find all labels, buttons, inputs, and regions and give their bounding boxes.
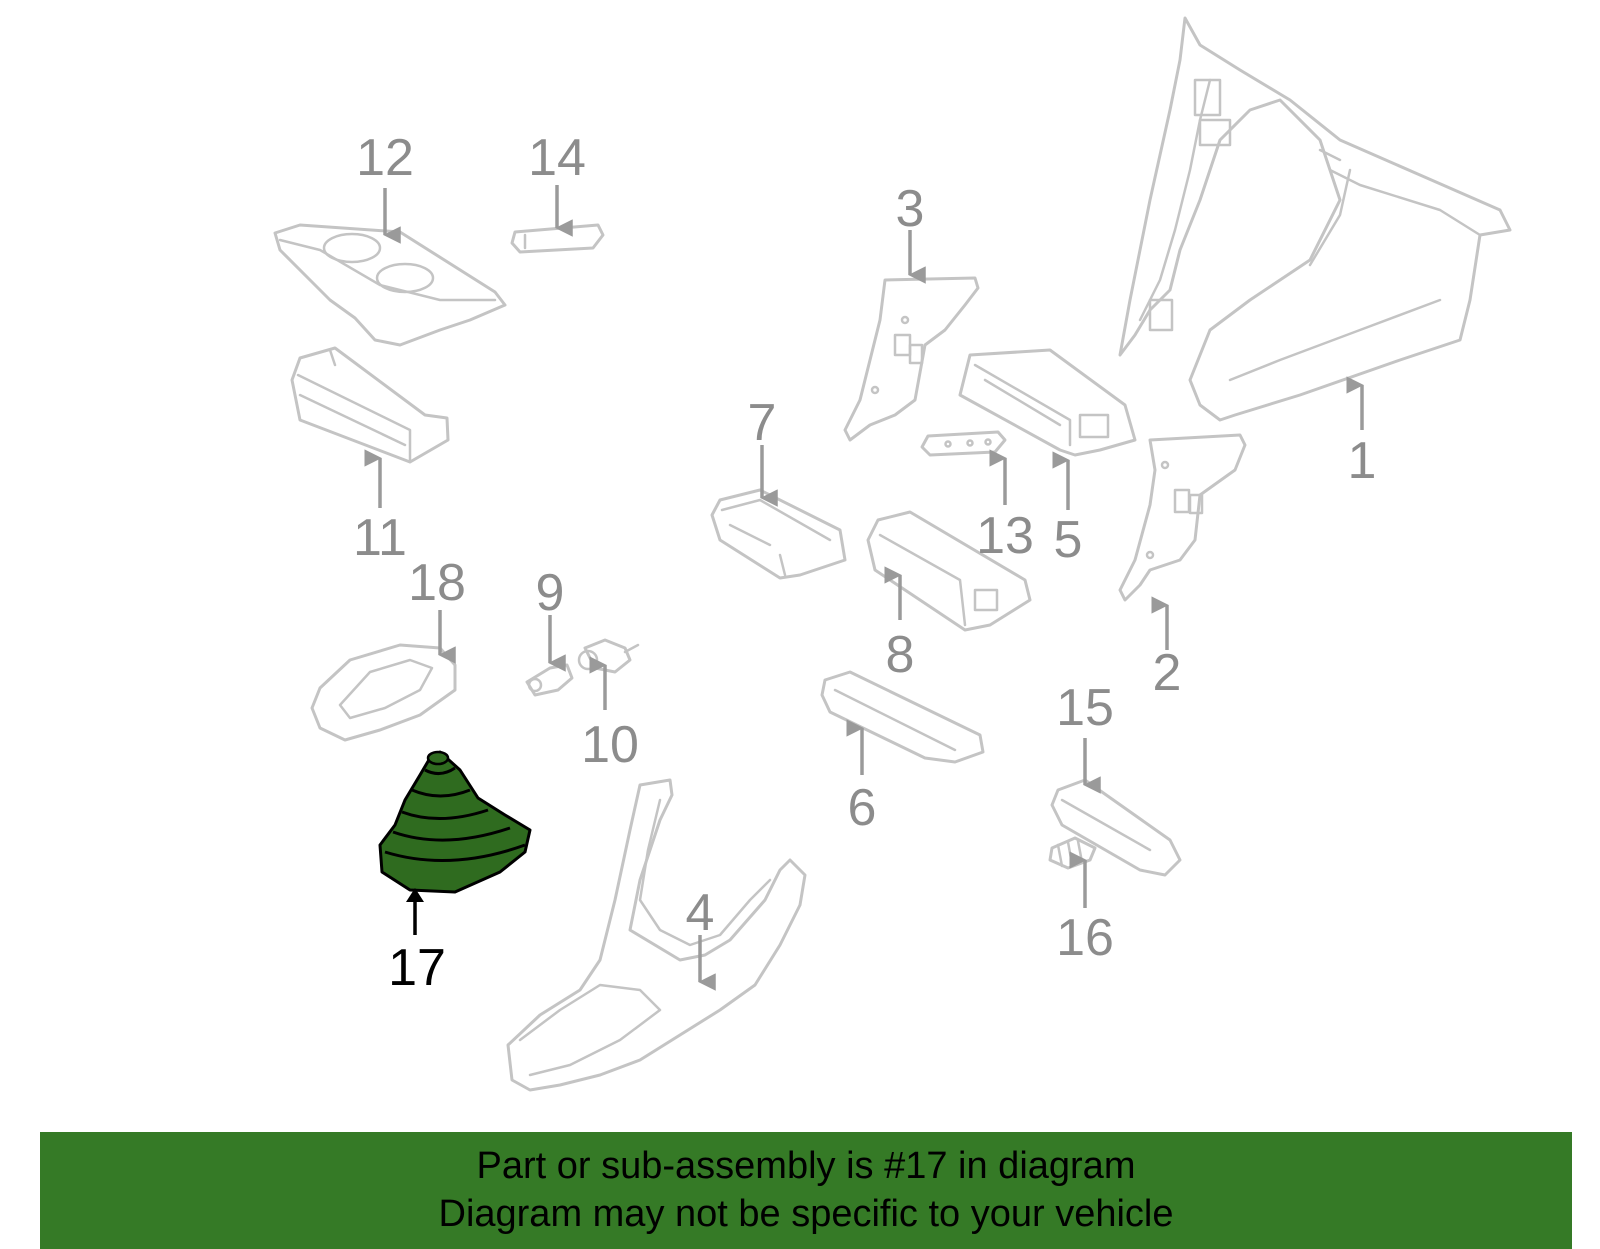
part-1-dashboard-frame[interactable] bbox=[1118, 16, 1512, 422]
callout-arrows bbox=[364, 185, 1364, 991]
part-5-vent-duct[interactable] bbox=[958, 348, 1137, 457]
callout-3: 3 bbox=[896, 180, 925, 238]
callout-15: 15 bbox=[1056, 679, 1114, 737]
callout-12: 12 bbox=[356, 129, 414, 187]
callout-17: 17 bbox=[388, 939, 446, 997]
callout-2: 2 bbox=[1153, 644, 1182, 702]
banner-line-1: Part or sub-assembly is #17 in diagram bbox=[476, 1145, 1136, 1187]
callout-11: 11 bbox=[353, 509, 407, 567]
callout-13: 13 bbox=[976, 507, 1034, 565]
callout-5: 5 bbox=[1054, 511, 1083, 569]
part-6-vent[interactable] bbox=[820, 670, 985, 764]
part-8-vent[interactable] bbox=[866, 510, 1032, 632]
callout-4: 4 bbox=[686, 884, 715, 942]
part-18-shift-bezel[interactable] bbox=[310, 643, 457, 742]
part-17-shift-boot[interactable] bbox=[378, 750, 532, 894]
part-14-trim-piece[interactable] bbox=[510, 223, 605, 254]
part-4-console-trim[interactable] bbox=[506, 778, 807, 1092]
part-2-bracket[interactable] bbox=[1118, 433, 1247, 602]
callout-18: 18 bbox=[408, 554, 466, 612]
callout-7: 7 bbox=[748, 394, 777, 452]
callout-16: 16 bbox=[1056, 909, 1114, 967]
callout-labels: 1 2 3 4 5 6 7 8 9 10 11 12 13 14 15 16 1… bbox=[353, 129, 1376, 997]
part-16-screw[interactable] bbox=[1048, 836, 1097, 870]
part-15-handle[interactable] bbox=[1050, 778, 1182, 877]
part-3-bracket[interactable] bbox=[843, 276, 980, 442]
part-11-storage-tray[interactable] bbox=[290, 346, 450, 464]
callout-1: 1 bbox=[1348, 432, 1377, 490]
banner-line-2: Diagram may not be specific to your vehi… bbox=[438, 1193, 1174, 1235]
callout-10: 10 bbox=[581, 716, 639, 774]
part-10-switch[interactable] bbox=[577, 638, 640, 674]
part-9-bulb-socket[interactable] bbox=[525, 663, 574, 697]
callout-9: 9 bbox=[536, 564, 565, 622]
part-12-cup-holder[interactable] bbox=[273, 223, 507, 347]
part-13-clip[interactable] bbox=[920, 430, 1007, 457]
callout-8: 8 bbox=[886, 626, 915, 684]
callout-6: 6 bbox=[848, 779, 877, 837]
info-banner: Part or sub-assembly is #17 in diagram D… bbox=[40, 1132, 1572, 1249]
part-7-vent[interactable] bbox=[710, 488, 847, 580]
callout-14: 14 bbox=[528, 129, 586, 187]
